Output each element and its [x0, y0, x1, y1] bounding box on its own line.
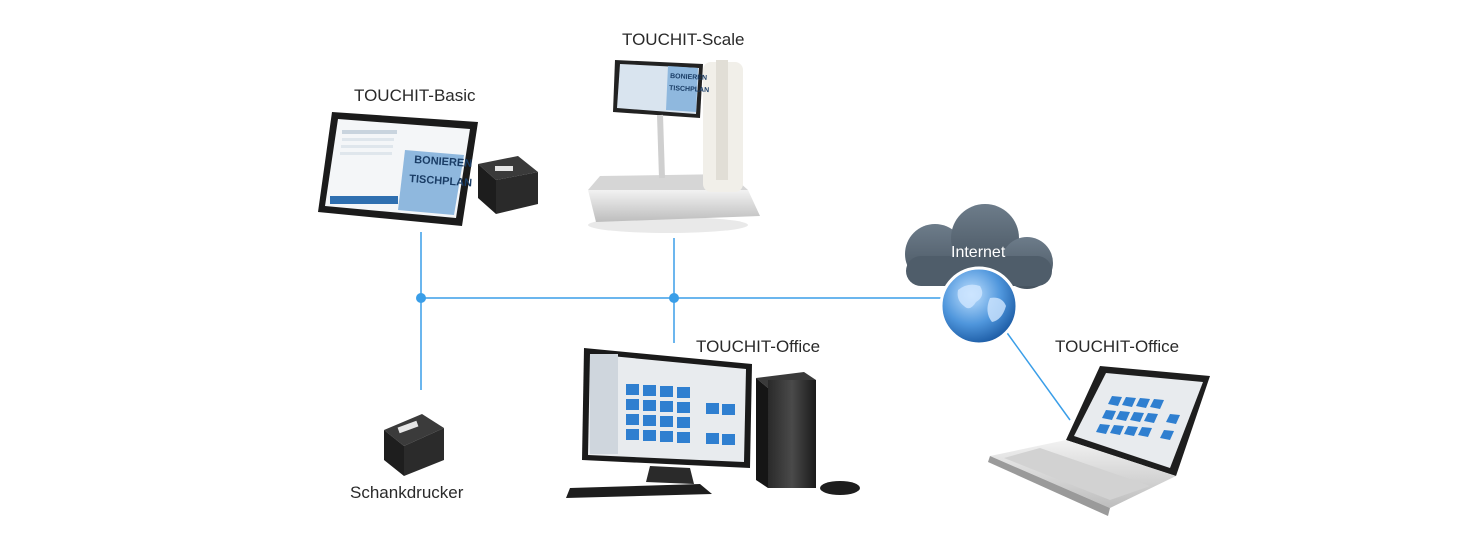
label-touchit-office-laptop: TOUCHIT-Office	[1055, 337, 1180, 356]
touchit-office-laptop	[988, 366, 1210, 516]
label-schankdrucker: Schankdrucker	[350, 483, 464, 502]
tablet-btn-bonieren: BONIEREN	[414, 154, 473, 170]
label-touchit-office-desktop: TOUCHIT-Office	[696, 337, 821, 356]
junction-node-scale	[669, 293, 679, 303]
label-touchit-scale: TOUCHIT-Scale	[622, 30, 745, 49]
line-internet-laptop	[1004, 329, 1071, 421]
globe-icon	[939, 266, 1019, 346]
schankdrucker-printer	[384, 414, 444, 476]
tablet-btn-tischplan: TISCHPLAN	[409, 173, 473, 189]
touchit-basic-tablet: BONIEREN TISCHPLAN	[318, 112, 478, 226]
internet-cloud: Internet	[905, 204, 1053, 289]
scale-btn-bonieren: BONIEREN	[670, 73, 707, 82]
touchit-scale: BONIEREN TISCHPLAN	[588, 60, 760, 233]
junction-node-basic	[416, 293, 426, 303]
label-touchit-basic: TOUCHIT-Basic	[354, 86, 476, 105]
internet-label: Internet	[951, 244, 1006, 261]
tablet-receipt-printer	[478, 156, 538, 214]
touchit-office-desktop	[566, 348, 860, 498]
laptop-app-tiles	[1096, 396, 1180, 440]
scale-btn-tischplan: TISCHPLAN	[669, 85, 709, 94]
network-lines	[420, 232, 1071, 421]
desktop-app-tiles	[626, 384, 735, 445]
